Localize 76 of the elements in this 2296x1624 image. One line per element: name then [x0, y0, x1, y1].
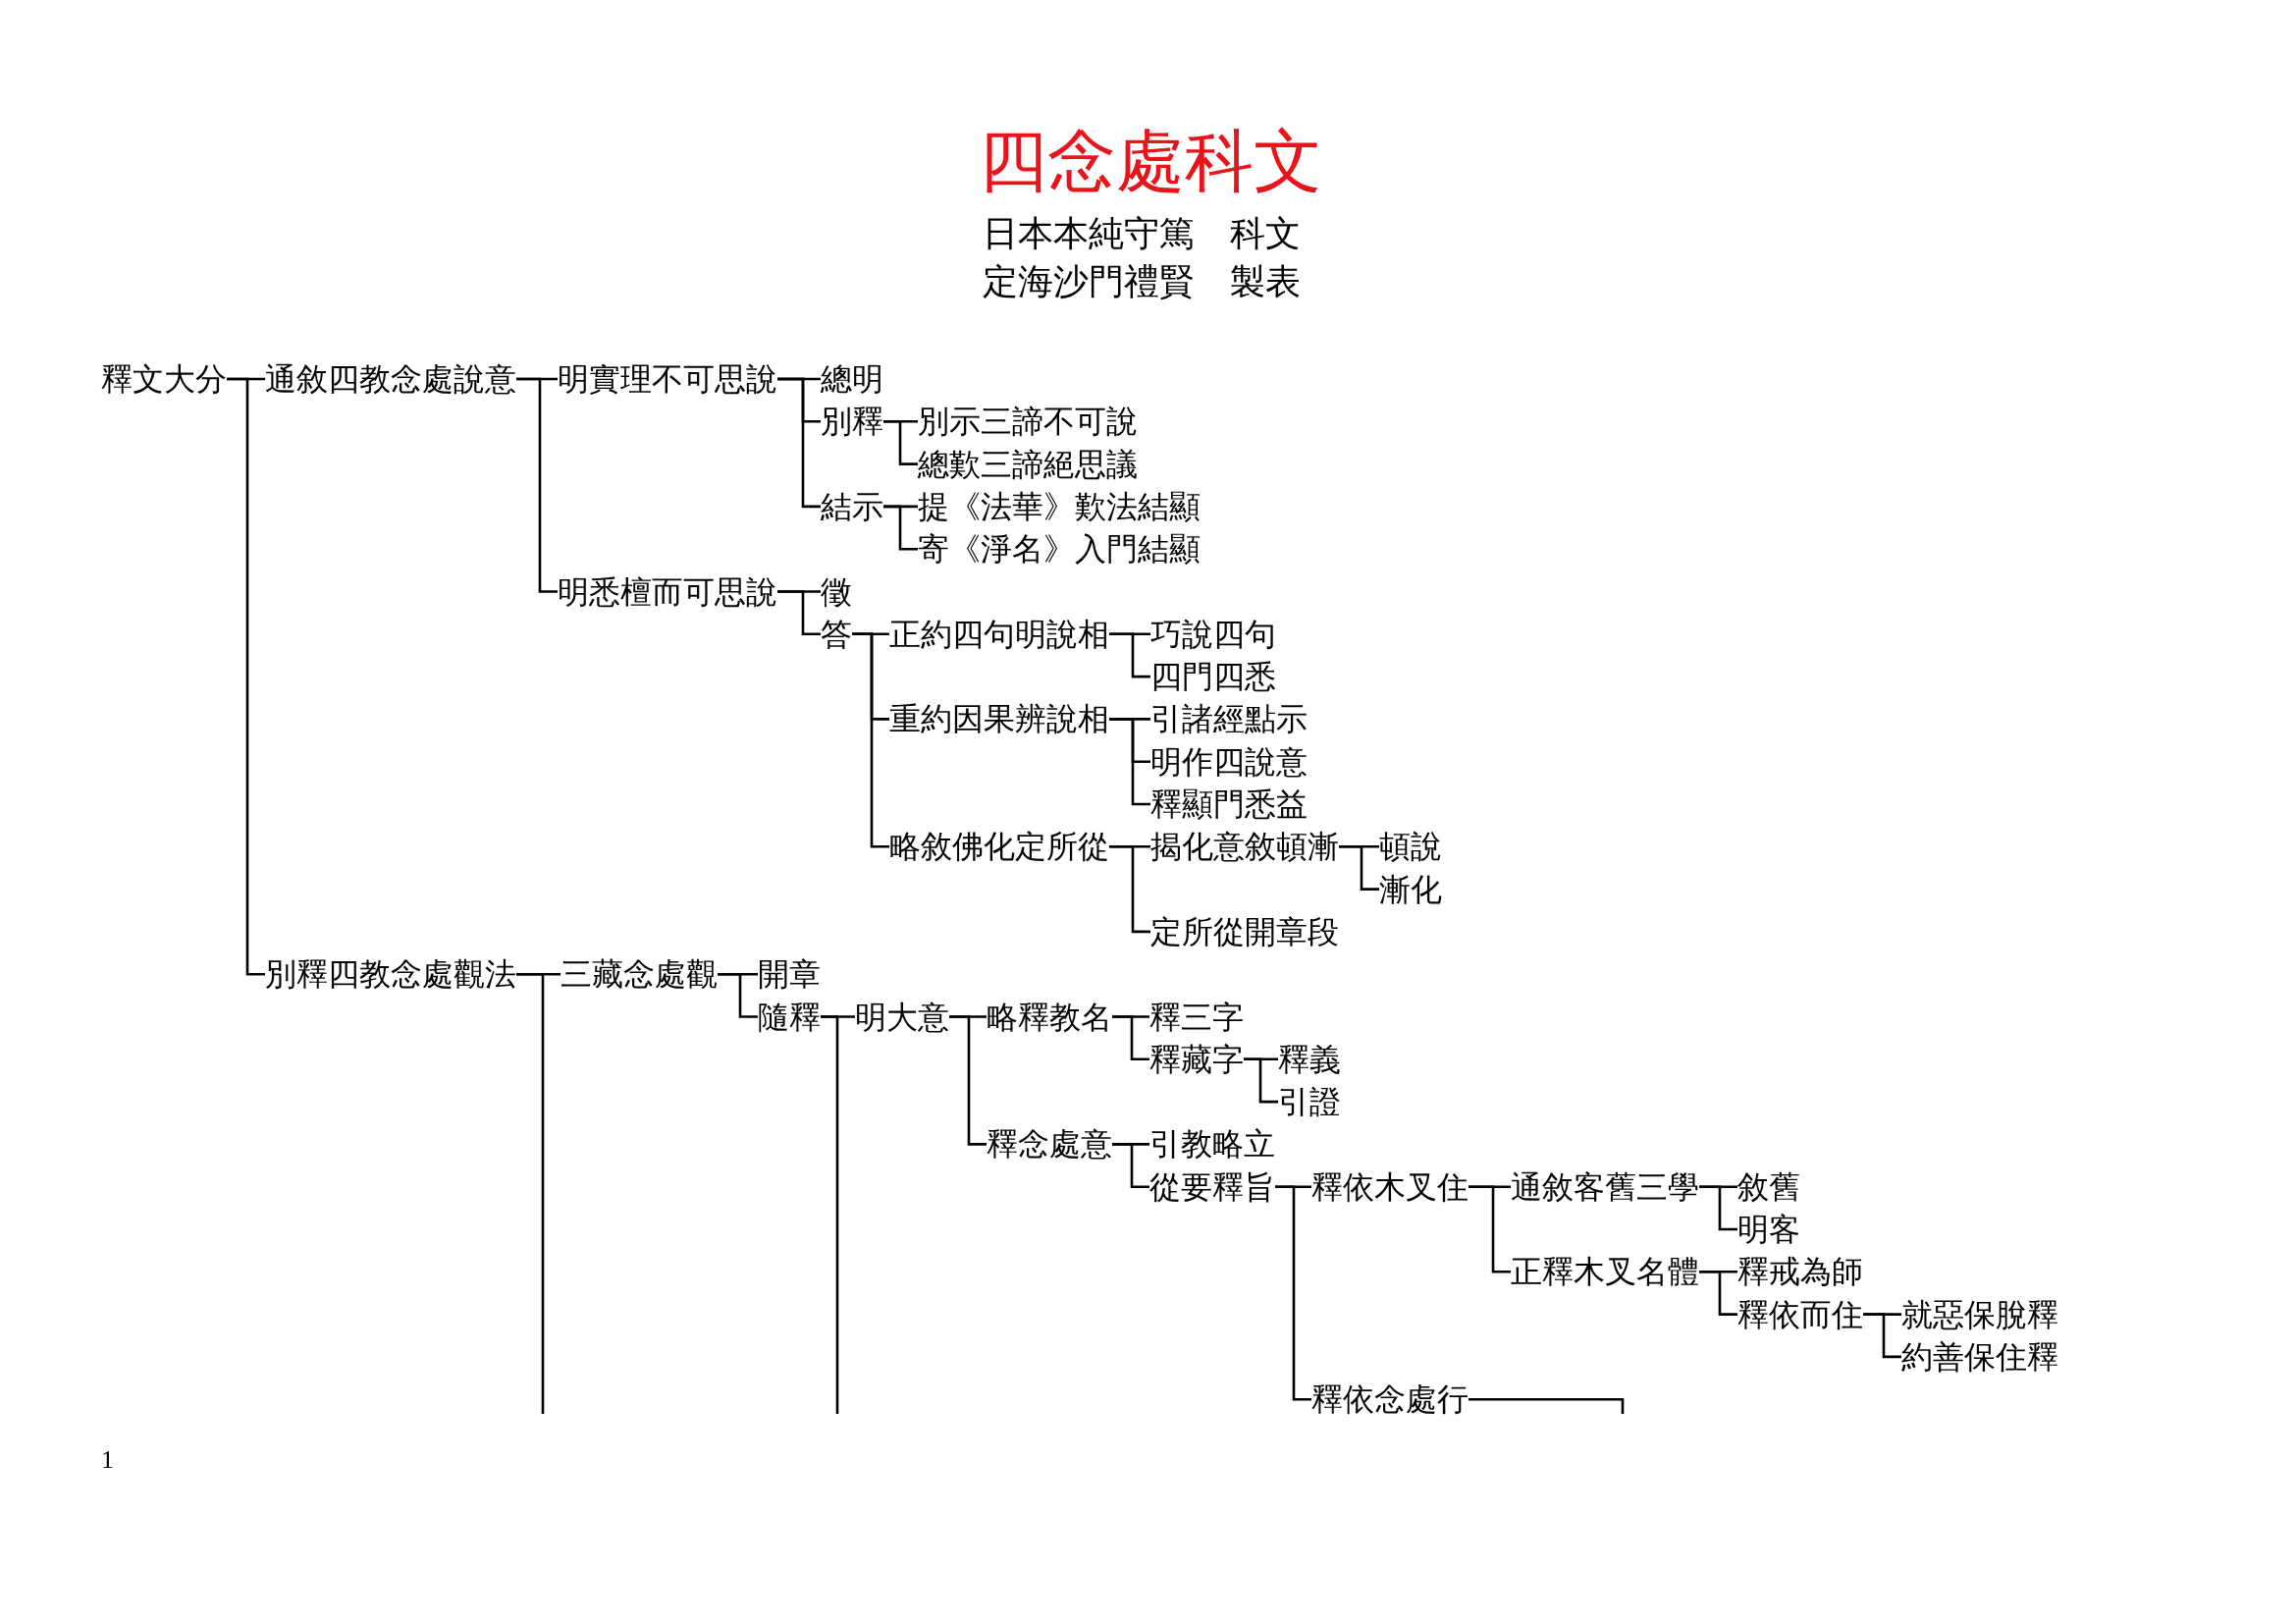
connector-line — [777, 377, 821, 509]
outline-entry: 釋三字 — [1149, 998, 1244, 1036]
outline-entry: 漸化 — [1379, 870, 1442, 908]
outline-entry: 三藏念處觀 — [561, 955, 718, 994]
connector-line — [1109, 845, 1150, 934]
page-number: 1 — [101, 1445, 114, 1475]
connector-line — [1109, 632, 1150, 678]
outline-entry: 釋藏字 — [1149, 1040, 1244, 1078]
connector-line — [1699, 1185, 1737, 1231]
outline-entry: 答 — [821, 615, 852, 653]
outline-entry: 重約因果辨說相 — [889, 700, 1109, 738]
connector-line — [883, 420, 918, 465]
outline-entry: 通敘客舊三學 — [1511, 1167, 1699, 1206]
outline-entry: 明大意 — [855, 998, 949, 1036]
outline-entry: 寄《淨名》入門結顯 — [918, 530, 1201, 568]
connector-line — [949, 1015, 987, 1146]
outline-entry: 明客 — [1737, 1211, 1800, 1248]
connector-line — [1275, 1185, 1311, 1401]
connector-line — [1244, 1057, 1278, 1104]
connector-line — [1112, 1143, 1149, 1188]
outline-entry: 結示 — [821, 487, 883, 525]
connector-line — [852, 632, 889, 848]
outline-entry: 總明 — [821, 360, 883, 398]
outline-entry: 就惡保脫釋 — [1901, 1295, 2058, 1333]
connector-line — [516, 377, 558, 593]
outline-entry: 開章 — [758, 955, 821, 994]
outline-entry: 別釋 — [821, 403, 883, 441]
outline-entry: 四門四悉 — [1150, 658, 1276, 696]
outline-entry: 揭化意敘頓漸 — [1150, 828, 1339, 866]
connector-line — [1339, 845, 1379, 891]
title: 四念處科文 — [979, 125, 1322, 199]
outline-entry: 隨釋 — [758, 998, 821, 1036]
outline-entry: 通敘四教念處說意 — [265, 360, 516, 398]
outline-entry: 釋義 — [1278, 1040, 1341, 1078]
outline-entry: 定所從開章段 — [1150, 912, 1339, 950]
outline-entry: 略釋教名 — [987, 998, 1112, 1036]
attribution-line: 日本本純守篤 科文 — [983, 213, 1301, 254]
outline-entry: 別示三諦不可說 — [918, 403, 1138, 441]
connector-line — [777, 590, 821, 636]
connector-line — [718, 972, 758, 1018]
connector-line — [1699, 1271, 1737, 1316]
connector-line — [883, 505, 918, 551]
outline-entry: 巧說四句 — [1150, 615, 1276, 653]
outline-entry: 別釋四教念處觀法 — [265, 955, 516, 994]
outline-entry: 明實理不可思說 — [558, 360, 777, 398]
outline-entry: 提《法華》歎法結顯 — [918, 487, 1201, 525]
outline-entry: 略敘佛化定所從 — [889, 828, 1109, 866]
outline-entry: 正釋木叉名體 — [1511, 1253, 1699, 1291]
connector-line — [1109, 718, 1150, 806]
outline-entry: 敘舊 — [1737, 1167, 1800, 1206]
connector-line — [516, 972, 545, 1414]
connector-line — [1112, 1015, 1149, 1061]
outline-entry: 頓說 — [1379, 828, 1442, 866]
outline-entry: 釋念處意 — [987, 1125, 1112, 1164]
outline-entry: 明悉檀而可思說 — [558, 572, 777, 611]
outline-entry: 總歎三諦絕思議 — [918, 445, 1138, 483]
connector-line — [227, 377, 265, 976]
outline-entry: 明作四說意 — [1150, 742, 1308, 781]
outline-entry: 釋依木叉住 — [1311, 1167, 1468, 1206]
outline-entry: 釋顯門悉益 — [1150, 785, 1308, 823]
connector-line — [1468, 1185, 1511, 1273]
outline-entry: 釋依念處行 — [1311, 1380, 1468, 1419]
outline-entry: 引教略立 — [1149, 1125, 1275, 1164]
outline-entry: 約善保住釋 — [1901, 1337, 2058, 1376]
outline-entry: 引諸經點示 — [1150, 700, 1308, 738]
outline-entry: 徵 — [821, 572, 852, 611]
outline-entry: 釋文大分 — [101, 360, 227, 398]
outline-entry: 從要釋旨 — [1149, 1167, 1275, 1206]
connector-line — [1863, 1313, 1901, 1359]
connector-line — [821, 1015, 839, 1414]
outline-entry: 釋依而住 — [1737, 1295, 1863, 1333]
outline-entry: 釋戒為師 — [1737, 1253, 1863, 1291]
connector-line — [1468, 1397, 1625, 1414]
outline-entry: 正約四句明說相 — [889, 615, 1109, 653]
outline-entry: 引證 — [1278, 1083, 1341, 1121]
attribution-line: 定海沙門禮賢 製表 — [983, 261, 1301, 302]
